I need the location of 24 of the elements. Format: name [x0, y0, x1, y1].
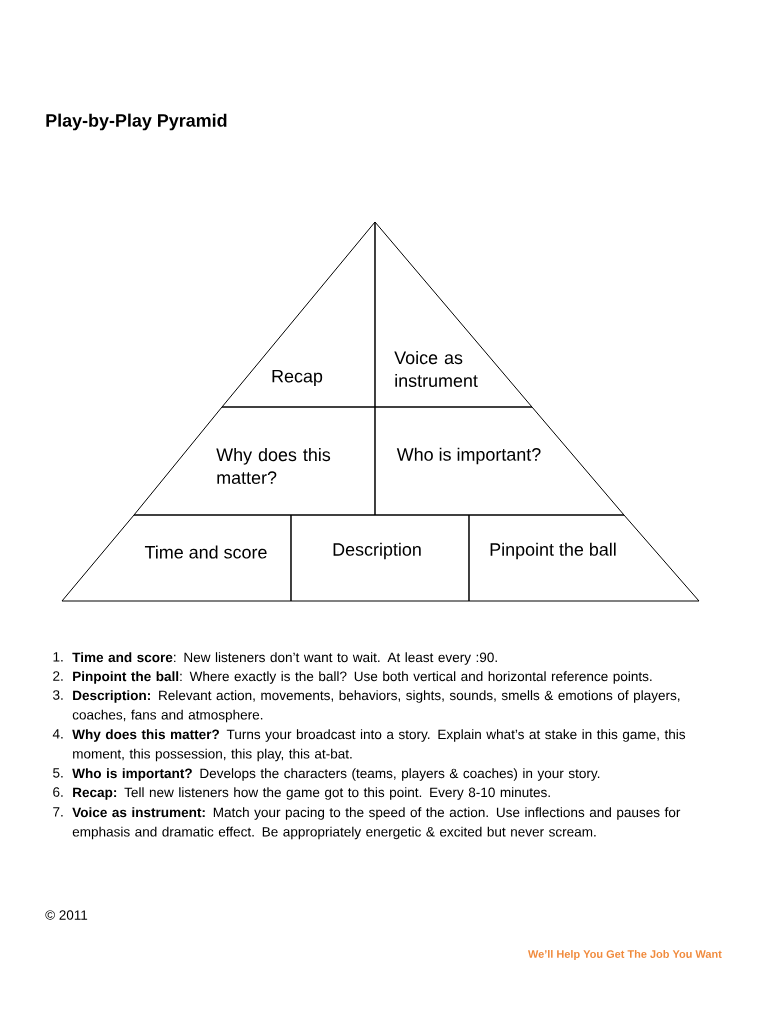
pyramid-section: Voice as instrument [374, 221, 533, 408]
pyramid-section: Description [290, 514, 470, 602]
pyramid-section: Pinpoint the ball [468, 514, 700, 602]
list-number: 2. [53, 671, 63, 681]
pyramid-section: Who is important? [374, 406, 625, 516]
list-item: Who is important? Develops the characters (teams, players & coaches) in your story. [72, 768, 600, 781]
list-item: Voice as instrument: Match your pacing to the speed of the action. Use inflections and pauses for emphasis and dramatic effect. Be appropriately energetic & excited but never scream. [72, 807, 681, 840]
list-number: 4. [52, 729, 63, 739]
list-item: Time and score: New listeners don’t want to wait. At least every :90. [72, 652, 497, 665]
pyramid-section: Why does this matter? [133, 406, 376, 516]
copyright-note: © 2011 [45, 910, 88, 920]
list-item: Why does this matter? Turns your broadcast into a story. Explain what’s at stake in this game, this moment, this possession, this play, this at-bat. [72, 729, 686, 762]
pyramid-section: Recap [221, 221, 376, 408]
list-number: 1. [53, 652, 63, 662]
slogan: We’ll Help You Get The Job You Want [528, 949, 722, 961]
list-number: 5. [53, 768, 63, 778]
list-number: 6. [53, 787, 63, 797]
list-number: 3. [53, 690, 63, 700]
list-item: Recap: Tell new listeners how the game got to this point. Every 8-10 minutes. [73, 787, 550, 800]
list-item: Pinpoint the ball: Where exactly is the ball? Use both vertical and horizontal reference points. [73, 671, 652, 684]
list-number: 7. [53, 807, 63, 817]
list-item: Description: Relevant action, movements, behaviors, sights, sounds, smells & emotions of players, coaches, fans and atmosphere. [72, 690, 680, 723]
pyramid-section: Time and score [61, 514, 292, 602]
title: Play-by-Play Pyramid [46, 113, 227, 131]
